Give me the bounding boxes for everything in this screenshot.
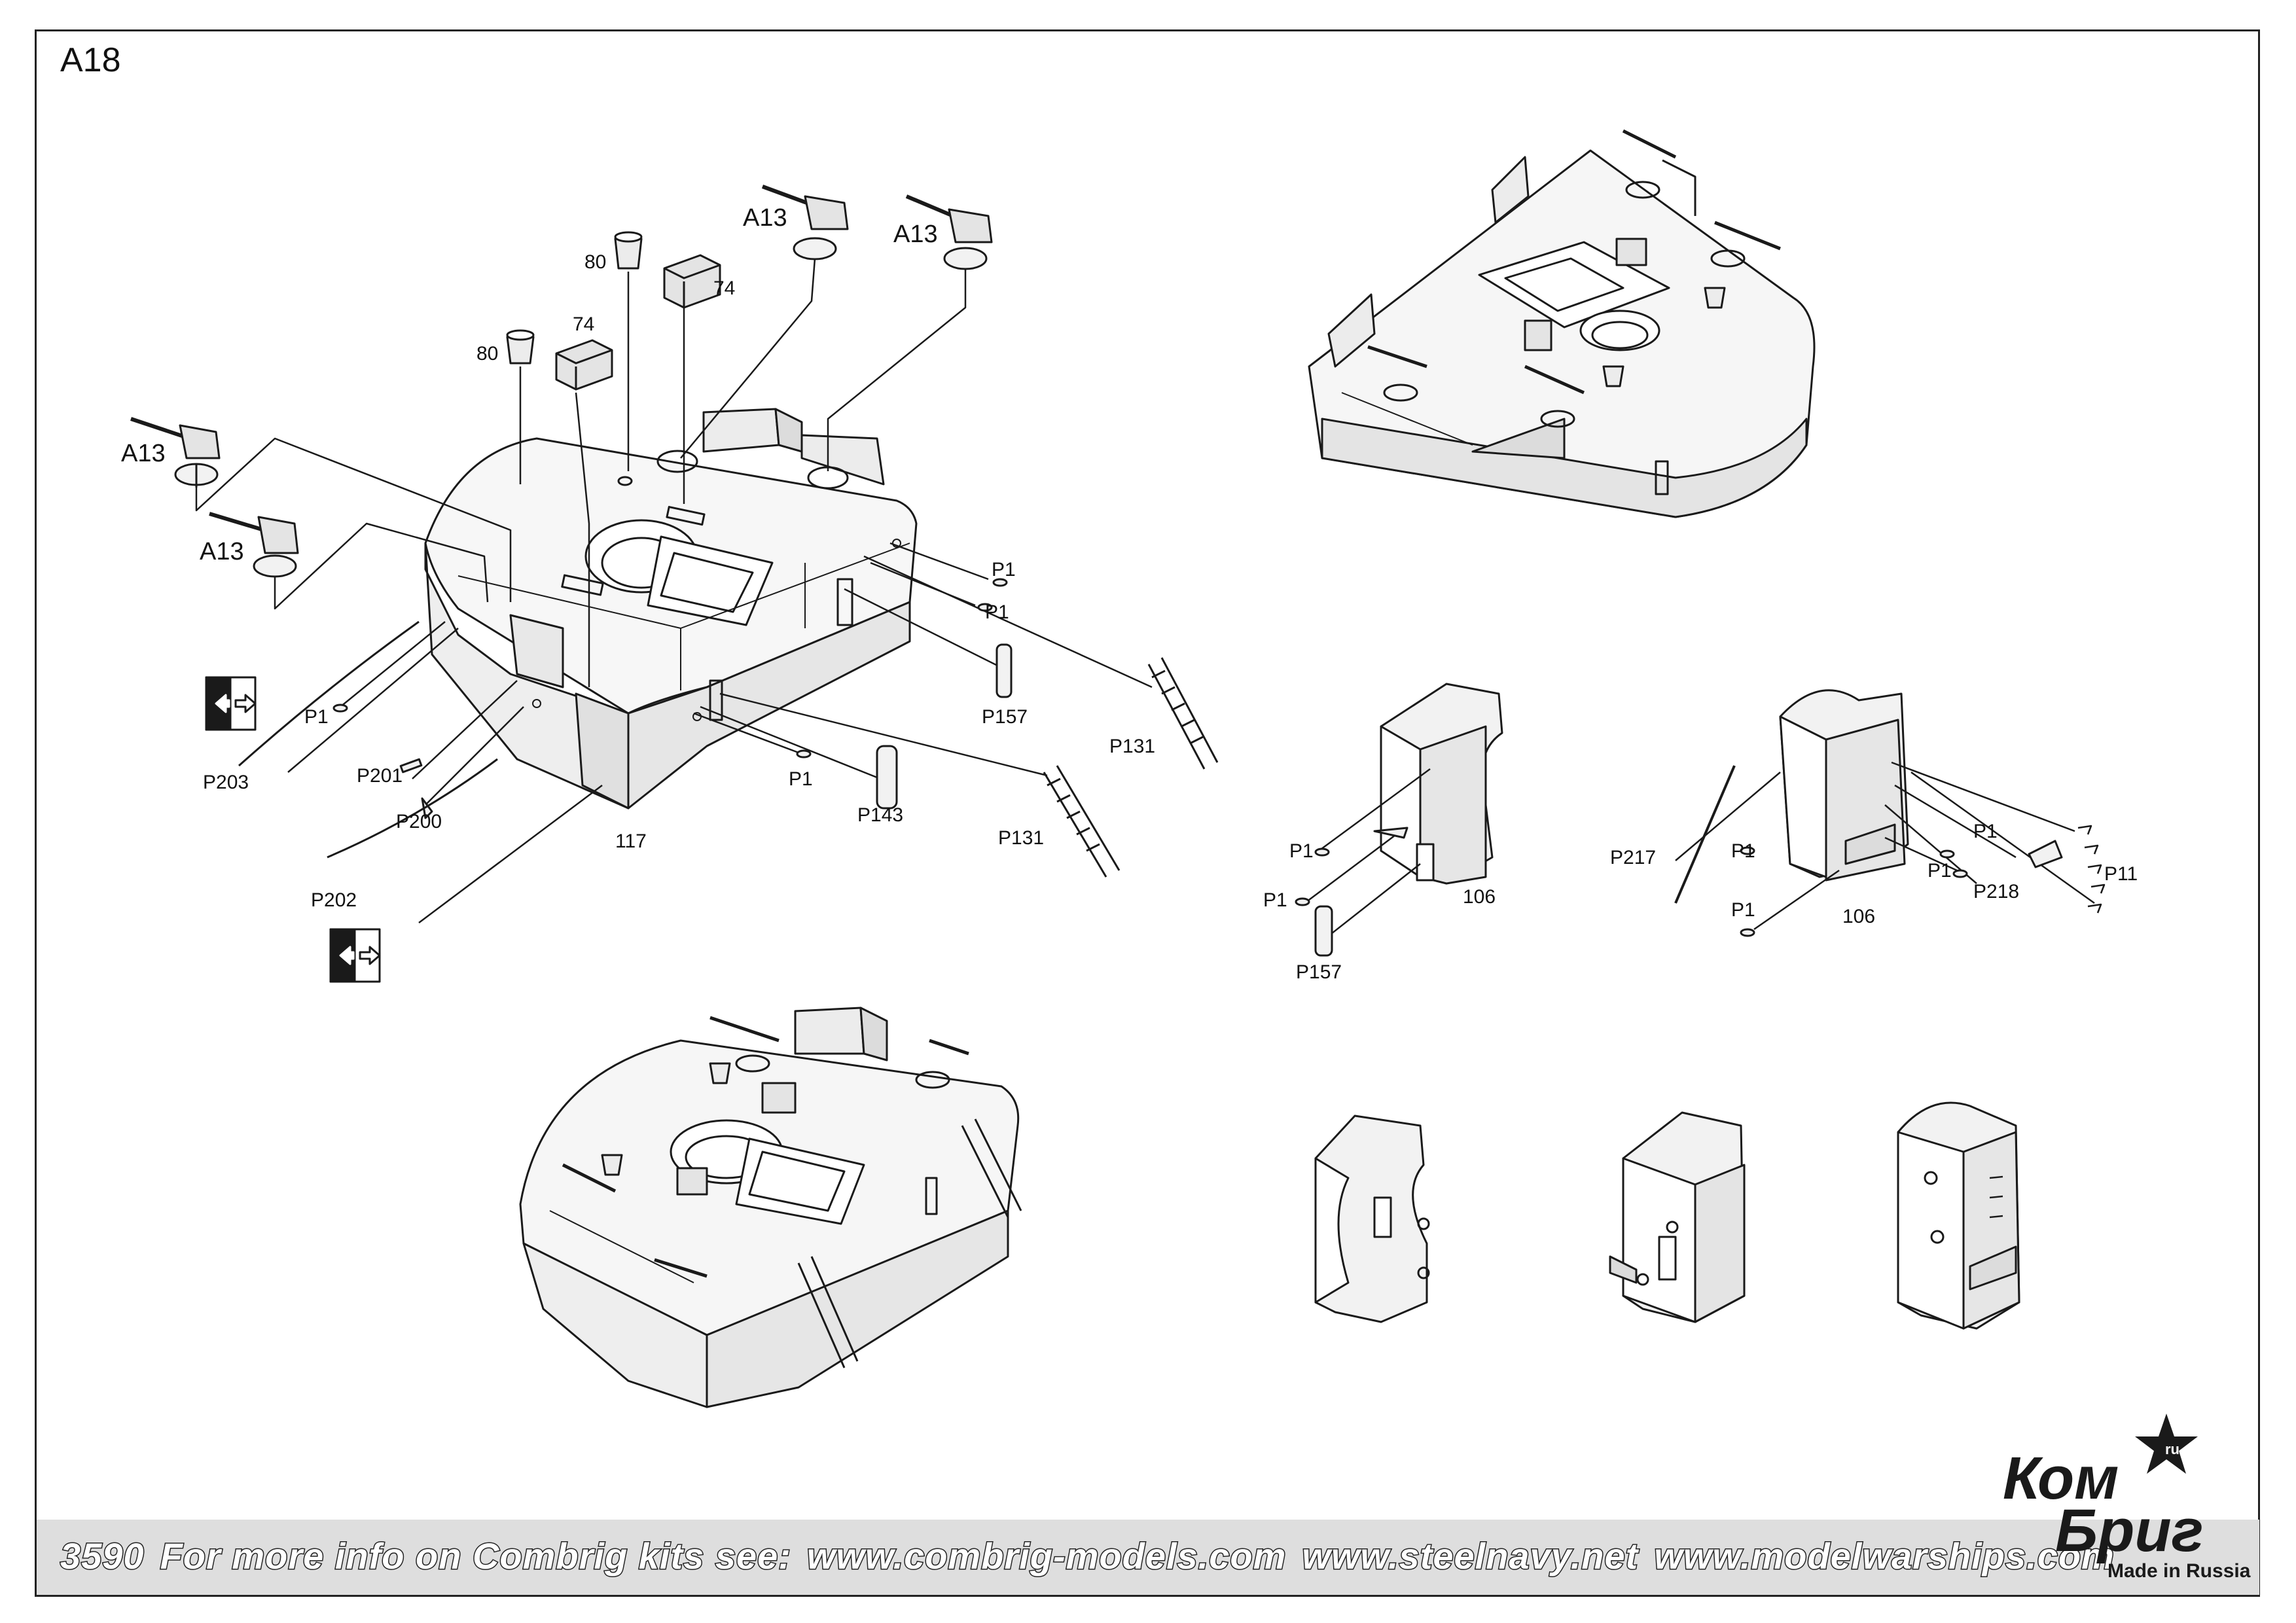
superstructure-117-exploded <box>424 408 918 810</box>
label-p200: P200 <box>396 811 442 832</box>
label-106: 106 <box>1842 906 1875 927</box>
box-74-2 <box>663 254 721 309</box>
footer-link-modelwarships[interactable]: www.modelwarships.com <box>1653 1535 2115 1578</box>
footer-band <box>37 1520 2259 1595</box>
label-p203: P203 <box>203 772 249 793</box>
label-p218: P218 <box>1973 881 2019 902</box>
deckhouse-assembled-view-3 <box>1897 1101 2020 1330</box>
vent-80-2 <box>614 231 643 270</box>
label-p1: P1 <box>985 601 1009 623</box>
label-p1: P1 <box>1731 899 1755 921</box>
svg-text:ru: ru <box>2165 1441 2179 1457</box>
label-p143: P143 <box>857 804 903 826</box>
superstructure-assembled-bottom <box>519 1007 1022 1408</box>
label-p157: P157 <box>1296 961 1342 983</box>
label-a13: A13 <box>893 221 938 248</box>
deckhouse-106-exploded-1 <box>1295 683 1503 957</box>
footer-info: 3590 For more info on Combrig kits see: ww… <box>60 1535 2130 1578</box>
label-106: 106 <box>1463 886 1496 908</box>
leader-lines-main <box>195 258 1153 923</box>
footer-link-combrig[interactable]: www.combrig-models.com <box>806 1535 1287 1578</box>
label-p157: P157 <box>982 706 1028 728</box>
vent-80-1 <box>506 329 535 365</box>
logo-text-bottom: Бриг <box>2055 1497 2204 1564</box>
label-a13: A13 <box>200 538 244 565</box>
page-code: A18 <box>60 41 121 79</box>
label-p1: P1 <box>304 706 329 728</box>
label-p1: P1 <box>1731 840 1755 862</box>
label-74: 74 <box>573 313 594 335</box>
box-74-1 <box>555 339 613 391</box>
label-p201: P201 <box>357 765 403 787</box>
detail-parts-main <box>238 578 1219 878</box>
gun-a13-left-2 <box>209 512 299 578</box>
label-p1: P1 <box>1289 840 1314 862</box>
label-80: 80 <box>476 343 498 365</box>
logo-tagline: Made in Russia <box>2108 1560 2251 1582</box>
label-p202: P202 <box>311 889 357 911</box>
label-p1: P1 <box>1973 821 1998 842</box>
gun-a13-left-1 <box>130 417 221 488</box>
label-p131: P131 <box>1109 736 1155 757</box>
label-74: 74 <box>713 277 735 299</box>
superstructure-assembled-top-right <box>1308 129 1816 518</box>
label-p1: P1 <box>992 559 1016 580</box>
orientation-arrow-2[interactable] <box>329 928 381 983</box>
deckhouse-106-exploded-2 <box>1674 689 2106 937</box>
footer-info-text: For more info on Combrig kits see: <box>159 1535 791 1578</box>
label-117: 117 <box>615 830 647 852</box>
label-p217: P217 <box>1610 847 1656 868</box>
label-p11: P11 <box>2104 863 2138 885</box>
gun-a13-top-1 <box>761 185 849 260</box>
deckhouse-assembled-view-2 <box>1609 1111 1746 1323</box>
sheet-border <box>35 29 2260 1597</box>
label-p1: P1 <box>1263 889 1287 911</box>
gun-a13-top-2 <box>905 194 993 270</box>
kombrig-logo: ru Ком Бриг Made in Russia <box>2003 1414 2251 1582</box>
label-p1: P1 <box>789 768 813 790</box>
label-80: 80 <box>584 251 606 273</box>
orientation-arrow-1[interactable] <box>205 676 257 731</box>
label-p1: P1 <box>1928 860 1952 882</box>
label-a13: A13 <box>743 204 787 232</box>
star-icon: ru <box>2135 1414 2198 1474</box>
logo-text-top: Ком <box>2003 1445 2119 1512</box>
footer-link-steelnavy[interactable]: www.steelnavy.net <box>1301 1535 1639 1578</box>
deckhouse-assembled-view-1 <box>1314 1115 1430 1323</box>
kit-number: 3590 <box>60 1535 145 1578</box>
label-a13: A13 <box>121 440 166 467</box>
label-p131: P131 <box>998 827 1044 849</box>
